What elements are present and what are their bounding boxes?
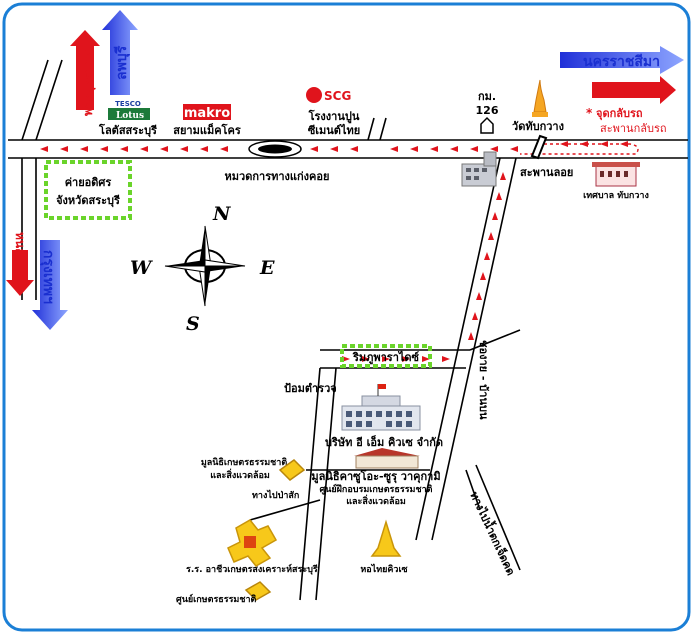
compass-w: W <box>130 257 153 279</box>
km-marker-icon <box>480 116 494 134</box>
label-vertical-road: ชองาย - บ้านบน <box>477 340 490 420</box>
label-police: ป้อมตำรวจ <box>284 382 337 395</box>
foundation-building-icon <box>354 448 420 469</box>
scg-logo <box>306 87 322 103</box>
label-makro: สยามแม็คโคร <box>173 123 241 137</box>
company-building-icon <box>341 384 421 431</box>
label-to-pasak: ทางไปป่าสัก <box>252 489 299 501</box>
label-camp-1: ค่ายอดิศร <box>65 176 112 189</box>
school-icon <box>227 519 278 567</box>
bangkok-arrow <box>32 240 68 330</box>
label-foundation-center-2: ศูนย์ฝึกอบรมเกษตรธรรมชาติ <box>320 483 433 495</box>
uturn-star: * <box>586 106 593 120</box>
compass-rose <box>164 225 246 307</box>
label-nakhon-ratchasima: นครราชสีมา <box>583 54 660 70</box>
label-school: ร.ร. อาชีวเกษตรสงเคราะห์สระบุรี <box>186 563 318 575</box>
label-foundation-center-1: มูลนิธิคาซูโอะ-ซูรุ วาคุกามิ <box>311 469 440 484</box>
label-camp-2: จังหวัดสระบุรี <box>56 194 120 208</box>
foundation-left-icon <box>278 459 306 481</box>
label-foundation-left-1: มูลนิธิเกษตรธรรมชาติ <box>201 457 287 468</box>
lopburi-arrow <box>102 10 138 95</box>
compass-e: E <box>259 257 275 279</box>
tower-icon <box>370 519 402 557</box>
makro-logo <box>183 104 231 120</box>
svg-text:Lotus: Lotus <box>116 111 144 121</box>
makro-brand: makro <box>184 106 230 121</box>
camp-area <box>44 160 132 220</box>
label-scg-2: ซีเมนต์ไทย <box>308 123 360 137</box>
label-resort: ริมภูพาราไดซ์ <box>352 350 420 365</box>
roads <box>8 59 688 601</box>
compass-s: S <box>186 313 200 335</box>
road-to-lopburi <box>21 59 63 141</box>
agri-center-icon <box>244 581 272 601</box>
compass-n: N <box>212 203 231 225</box>
uturn-subtitle: สะพานกลับรถ <box>600 122 667 135</box>
label-phra-phutthabat: พระพุทธบาท <box>81 50 96 116</box>
uturn-title: จุดกลับรถ <box>596 107 643 121</box>
office-building-icon <box>461 151 497 187</box>
route-arrows <box>40 141 628 152</box>
uturn-route <box>520 143 639 155</box>
label-tower: หอไทยคิวเซ <box>360 563 407 575</box>
tesco-lotus-logo: TESCO Lotus <box>108 100 150 121</box>
km-label-1: กม. <box>478 90 496 103</box>
footbridge-icon <box>530 134 548 160</box>
label-bangkok: กรุงเทพฯ <box>40 250 56 304</box>
label-agri-center: ศูนย์เกษตรธรรมชาติ <box>176 593 257 605</box>
label-footbridge: สะพานลอย <box>520 166 573 179</box>
road-vertical-west <box>415 157 501 541</box>
label-municipality: เทศบาล ทับกวาง <box>583 190 649 201</box>
km-label-2: 126 <box>476 104 499 117</box>
label-muak-lek: มวกเหล็ก <box>607 82 656 97</box>
phraphutthabat-arrow <box>70 30 100 110</box>
nongkhae-arrow <box>6 250 34 296</box>
label-lotus: โลตัสสระบุรี <box>98 123 157 138</box>
resort-area <box>340 344 432 368</box>
svg-text:TESCO: TESCO <box>115 100 141 108</box>
scg-brand: SCG <box>324 89 351 103</box>
label-company: บริษัท อี เอ็ม คิวเซ จำกัด <box>325 435 443 449</box>
roundabout-center <box>258 144 292 154</box>
temple-icon <box>532 79 548 117</box>
municipality-building-icon <box>592 162 640 187</box>
label-lopburi: ลพบุรี <box>114 45 130 80</box>
label-temple: วัดทับกวาง <box>512 120 564 133</box>
label-foundation-center-3: และสิ่งแวดล้อม <box>346 494 406 507</box>
label-nong-khae: หนองแค <box>13 232 27 277</box>
label-roundabout: หมวดการทางแก่งคอย <box>225 170 330 183</box>
label-scg-1: โรงงานปูน <box>308 109 360 124</box>
korat-arrow <box>560 46 684 74</box>
label-foundation-left-2: และสิ่งแวดล้อม <box>210 468 270 481</box>
muaklek-arrow <box>592 76 676 104</box>
